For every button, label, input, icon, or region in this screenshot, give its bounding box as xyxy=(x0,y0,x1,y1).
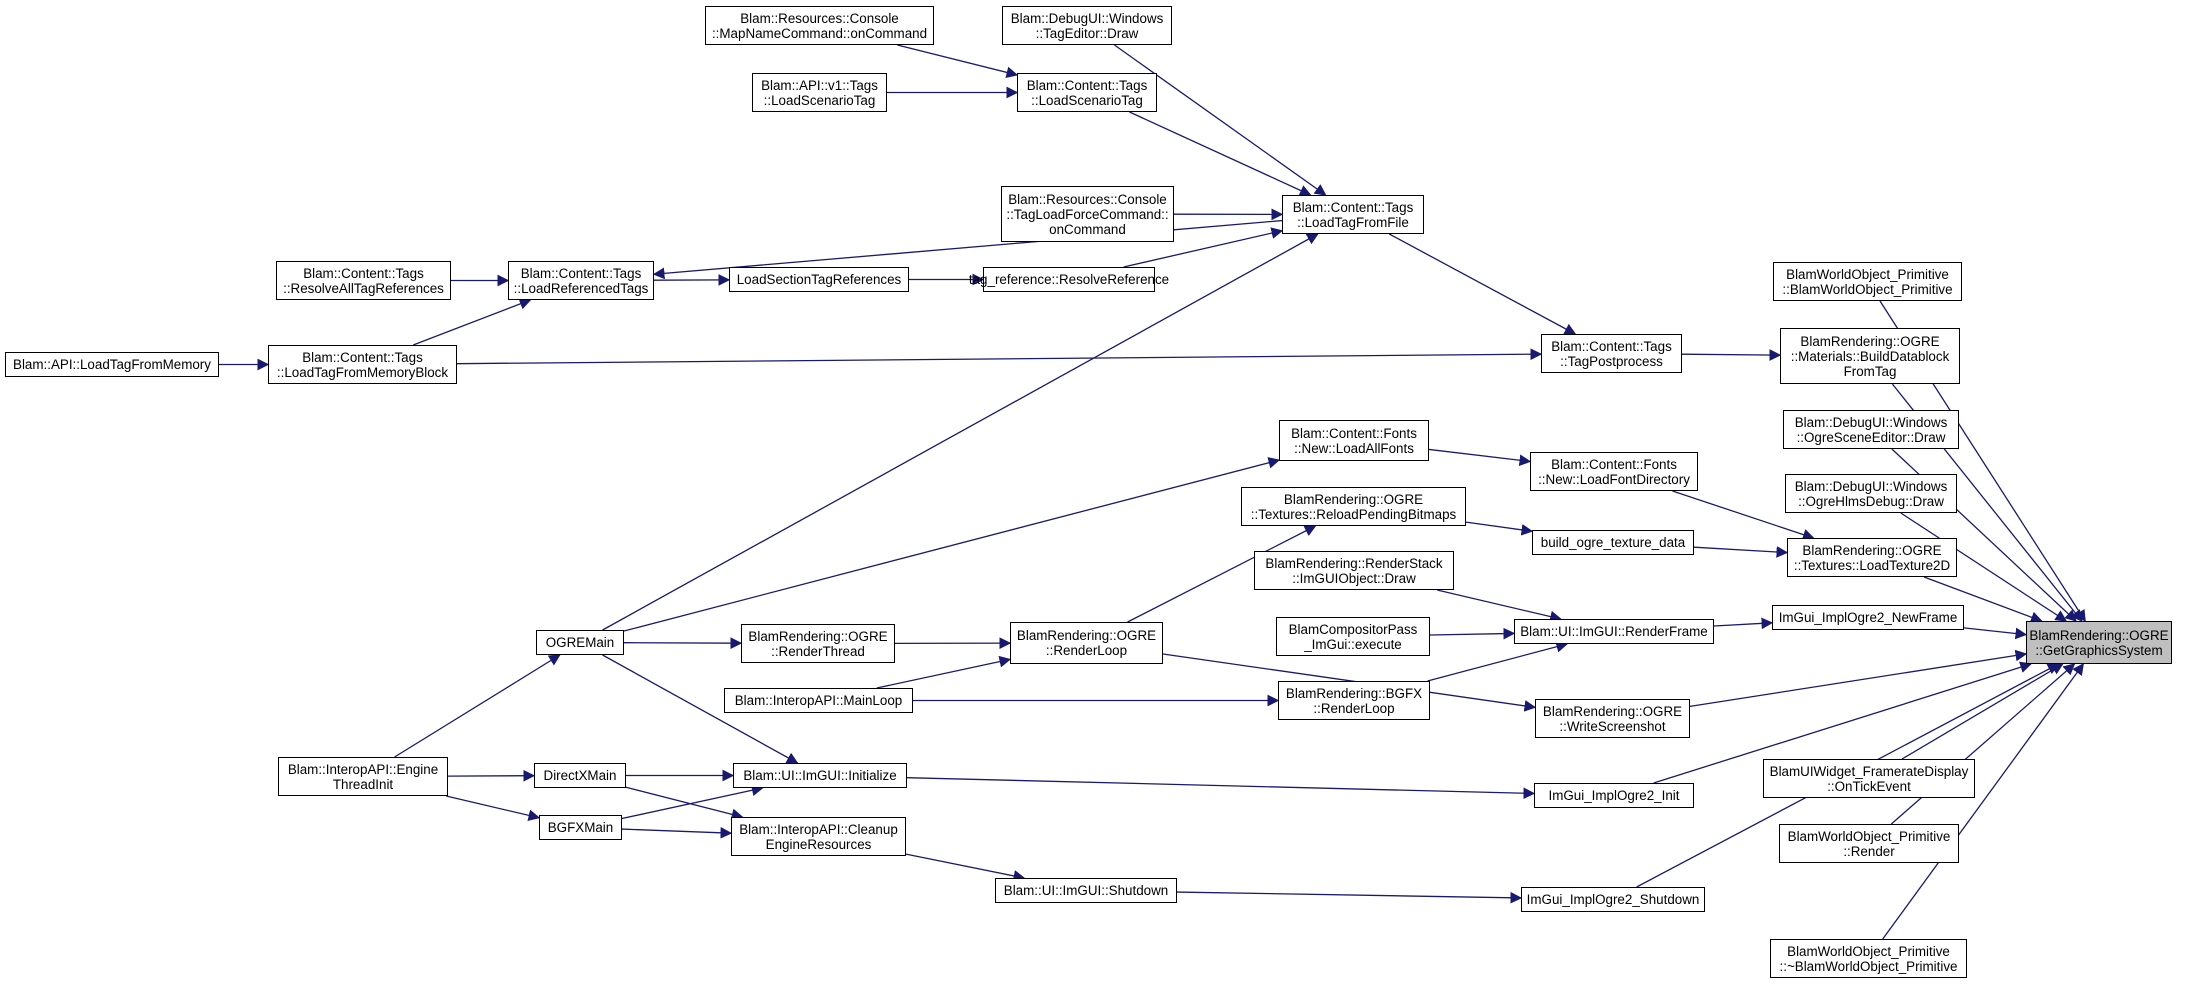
node-tag-load-force-cmd[interactable]: Blam::Resources::Console::TagLoadForceCo… xyxy=(1001,186,1174,242)
node-ogre-main[interactable]: OGREMain xyxy=(536,630,624,655)
edge-engine-thread-init-to-ogre-main xyxy=(395,655,560,757)
edge-map-name-cmd-to-load-scenario-tag xyxy=(897,45,1017,75)
node-get-graphics-system[interactable]: BlamRendering::OGRE::GetGraphicsSystem xyxy=(2026,621,2172,664)
node-api-v1-load-scenario[interactable]: Blam::API::v1::Tags::LoadScenarioTag xyxy=(752,73,887,112)
edge-ogre-main-to-load-tag-from-file xyxy=(603,234,1318,630)
edge-engine-thread-init-to-bgfx-main xyxy=(446,796,539,818)
node-load-tag-from-memory-block[interactable]: Blam::Content::Tags::LoadTagFromMemoryBl… xyxy=(268,345,457,384)
node-tag-postprocess[interactable]: Blam::Content::Tags::TagPostprocess xyxy=(1541,334,1682,373)
node-tag-editor-draw[interactable]: Blam::DebugUI::Windows::TagEditor::Draw xyxy=(1002,6,1172,45)
node-build-ogre-texture-data[interactable]: build_ogre_texture_data xyxy=(1532,530,1694,555)
edge-render-stack-imgui-draw-to-imgui-render-frame xyxy=(1437,590,1561,619)
node-ogre-hlms-debug[interactable]: Blam::DebugUI::Windows::OgreHlmsDebug::D… xyxy=(1785,474,1957,513)
node-load-tag-from-file[interactable]: Blam::Content::Tags::LoadTagFromFile xyxy=(1282,195,1424,234)
node-world-object-ctor[interactable]: BlamWorldObject_Primitive::BlamWorldObje… xyxy=(1773,262,1962,301)
edge-load-all-fonts-to-load-font-directory xyxy=(1429,449,1530,461)
node-ogre-scene-editor[interactable]: Blam::DebugUI::Windows::OgreSceneEditor:… xyxy=(1783,410,1959,449)
node-imgui-initialize[interactable]: Blam::UI::ImGUI::Initialize xyxy=(733,763,907,788)
edge-load-tag-from-memory-block-to-tag-postprocess xyxy=(457,354,1541,364)
edge-bgfx-main-to-cleanup-engine-resources xyxy=(622,829,731,833)
node-imgui-shutdown[interactable]: Blam::UI::ImGUI::Shutdown xyxy=(995,878,1177,903)
edge-interop-main-loop-to-ogre-render-loop xyxy=(877,659,1010,688)
node-map-name-cmd[interactable]: Blam::Resources::Console::MapNameCommand… xyxy=(705,6,934,45)
node-load-section-tag-refs[interactable]: LoadSectionTagReferences xyxy=(729,267,909,292)
edge-directx-main-to-cleanup-engine-resources xyxy=(626,787,742,817)
edge-load-scenario-tag-to-load-tag-from-file xyxy=(1130,112,1311,195)
node-directx-main[interactable]: DirectXMain xyxy=(534,763,626,788)
node-write-screenshot[interactable]: BlamRendering::OGRE::WriteScreenshot xyxy=(1535,699,1690,738)
node-imgui-ogre-shutdown[interactable]: ImGui_ImplOgre2_Shutdown xyxy=(1521,887,1705,912)
node-world-object-dtor[interactable]: BlamWorldObject_Primitive::~BlamWorldObj… xyxy=(1770,939,1967,978)
edge-imgui-new-frame-to-get-graphics-system xyxy=(1964,628,2026,635)
node-resolve-all-tag-refs[interactable]: Blam::Content::Tags::ResolveAllTagRefere… xyxy=(276,261,451,300)
node-api-load-tag-from-memory[interactable]: Blam::API::LoadTagFromMemory xyxy=(5,352,219,377)
node-interop-main-loop[interactable]: Blam::InteropAPI::MainLoop xyxy=(724,688,913,713)
edge-build-ogre-texture-data-to-load-texture-2d xyxy=(1694,547,1787,552)
node-load-scenario-tag[interactable]: Blam::Content::Tags::LoadScenarioTag xyxy=(1017,73,1157,112)
node-reload-pending-bitmaps[interactable]: BlamRendering::OGRE::Textures::ReloadPen… xyxy=(1241,487,1466,526)
node-ogre-render-thread[interactable]: BlamRendering::OGRE::RenderThread xyxy=(741,624,895,663)
edge-compositor-pass-imgui-to-imgui-render-frame xyxy=(1430,633,1514,635)
node-imgui-render-frame[interactable]: Blam::UI::ImGUI::RenderFrame xyxy=(1514,619,1714,644)
edge-imgui-shutdown-to-imgui-ogre-shutdown xyxy=(1177,892,1521,898)
edge-cleanup-engine-resources-to-imgui-shutdown xyxy=(906,854,1024,878)
edge-load-tag-from-file-to-tag-postprocess xyxy=(1389,234,1575,334)
node-world-object-render[interactable]: BlamWorldObject_Primitive::Render xyxy=(1779,824,1959,863)
edge-imgui-initialize-to-imgui-ogre-init xyxy=(907,778,1534,794)
edge-world-object-render-to-get-graphics-system xyxy=(1891,664,2074,824)
edge-imgui-render-frame-to-imgui-new-frame xyxy=(1714,623,1772,626)
node-bgfx-main[interactable]: BGFXMain xyxy=(539,815,622,840)
edge-tag-postprocess-to-build-datablock xyxy=(1682,354,1780,355)
node-build-datablock[interactable]: BlamRendering::OGRE::Materials::BuildDat… xyxy=(1780,328,1960,384)
node-framerate-display[interactable]: BlamUIWidget_FramerateDisplay::OnTickEve… xyxy=(1763,759,1975,798)
node-load-texture-2d[interactable]: BlamRendering::OGRE::Textures::LoadTextu… xyxy=(1787,538,1957,577)
node-load-referenced-tags[interactable]: Blam::Content::Tags::LoadReferencedTags xyxy=(508,261,654,300)
node-imgui-new-frame[interactable]: ImGui_ImplOgre2_NewFrame xyxy=(1772,605,1964,630)
node-imgui-ogre-init[interactable]: ImGui_ImplOgre2_Init xyxy=(1534,783,1694,808)
edge-load-tag-from-memory-block-to-load-referenced-tags xyxy=(413,300,530,345)
edge-world-object-dtor-to-get-graphics-system xyxy=(1883,664,2084,939)
node-load-all-fonts[interactable]: Blam::Content::Fonts::New::LoadAllFonts xyxy=(1279,420,1429,461)
node-ogre-render-loop[interactable]: BlamRendering::OGRE::RenderLoop xyxy=(1010,622,1163,664)
edge-bgfx-render-loop-to-imgui-render-frame xyxy=(1427,644,1566,681)
edge-reload-pending-bitmaps-to-build-ogre-texture-data xyxy=(1466,522,1532,531)
edge-ogre-main-to-load-all-fonts xyxy=(624,460,1279,631)
node-bgfx-render-loop[interactable]: BlamRendering::BGFX::RenderLoop xyxy=(1278,681,1430,720)
node-render-stack-imgui-draw[interactable]: BlamRendering::RenderStack::ImGUIObject:… xyxy=(1254,551,1454,590)
edge-write-screenshot-to-get-graphics-system xyxy=(1690,654,2026,706)
node-tag-reference-resolve[interactable]: tag_reference::ResolveReference xyxy=(983,267,1155,292)
node-compositor-pass-imgui[interactable]: BlamCompositorPass_ImGui::execute xyxy=(1276,617,1430,656)
node-load-font-directory[interactable]: Blam::Content::Fonts::New::LoadFontDirec… xyxy=(1530,452,1698,491)
edge-bgfx-main-to-imgui-initialize xyxy=(622,788,762,818)
